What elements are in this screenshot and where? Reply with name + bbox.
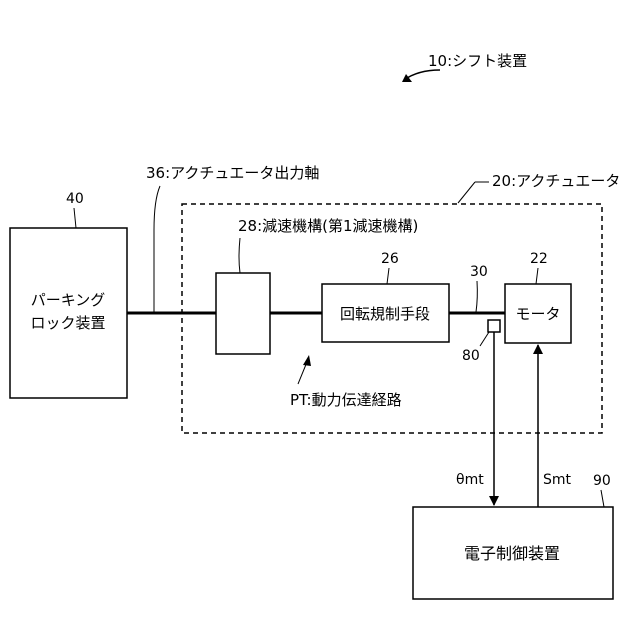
parking-lock-block	[10, 228, 127, 398]
ecu-label: 電子制御装置	[464, 544, 560, 563]
ref-40-leader	[74, 208, 76, 228]
output-shaft-leader	[154, 186, 160, 312]
rotation-sensor	[488, 320, 500, 332]
theta-signal-label: θmt	[456, 472, 484, 488]
shift-device-pointer	[404, 70, 440, 80]
ref-30-leader	[476, 281, 477, 312]
rotation-regulator-label: 回転規制手段	[340, 305, 430, 323]
parking-lock-label-line2: ロック装置	[30, 314, 105, 332]
ref-90-label: 90	[593, 473, 611, 489]
motor-label: モータ	[515, 305, 560, 323]
ref-30-label: 30	[470, 264, 488, 280]
ref-26-leader	[387, 268, 389, 284]
actuator-leader	[458, 182, 475, 203]
ref-22-leader	[536, 268, 538, 284]
reduction-mechanism-label: 28:減速機構(第1減速機構)	[238, 217, 418, 235]
ref-26-label: 26	[381, 251, 399, 267]
ref-40-label: 40	[66, 191, 84, 207]
ref-90-leader	[601, 490, 604, 507]
smt-signal-label: Smt	[543, 472, 572, 488]
ref-22-label: 22	[530, 251, 548, 267]
reduction-mechanism-block	[216, 273, 270, 354]
ref-80-label: 80	[462, 348, 480, 364]
shift-device-label: 10:シフト装置	[428, 52, 527, 70]
actuator-label: 20:アクチュエータ	[492, 172, 620, 190]
ref-80-leader	[480, 332, 489, 346]
power-path-arrowhead-icon	[303, 355, 311, 366]
power-path-label: PT:動力伝達経路	[290, 391, 402, 409]
output-shaft-label: 36:アクチュエータ出力軸	[146, 164, 319, 182]
shift-device-arrowhead-icon	[402, 74, 412, 82]
reduction-mechanism-leader	[239, 238, 240, 273]
parking-lock-label-line1: パーキング	[31, 291, 106, 309]
